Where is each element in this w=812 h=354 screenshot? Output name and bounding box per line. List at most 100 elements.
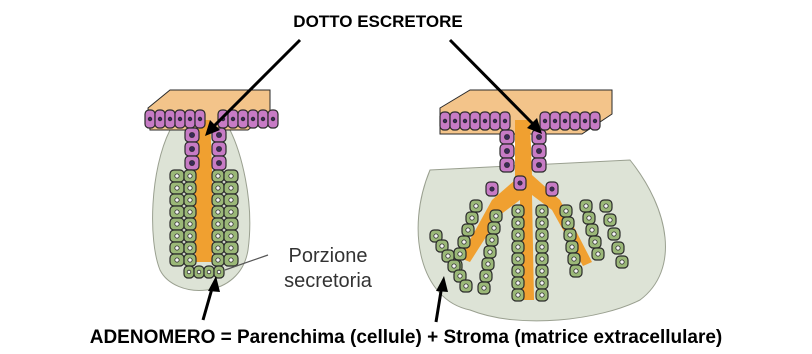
duct-cell-nucleus	[188, 117, 192, 121]
duct-cell-nucleus	[583, 119, 587, 123]
secretory-cell-nucleus	[217, 270, 221, 274]
secretory-cell-nucleus	[188, 258, 192, 262]
duct-cell-nucleus	[198, 117, 202, 121]
duct-cell-nucleus	[490, 187, 494, 191]
secretory-cell-nucleus	[612, 232, 616, 236]
duct-cell-nucleus	[543, 119, 547, 123]
secretory-cell-nucleus	[188, 174, 192, 178]
secretory-cell-nucleus	[464, 284, 468, 288]
secretory-cell-nucleus	[516, 221, 520, 225]
secretory-cell-nucleus	[434, 234, 438, 238]
secretory-cell-nucleus	[175, 186, 179, 190]
duct-cell-nucleus	[550, 187, 554, 191]
secretory-cell-nucleus	[540, 209, 544, 213]
secretory-cell-nucleus	[175, 258, 179, 262]
duct-cell-nucleus	[463, 119, 467, 123]
secretory-cell-nucleus	[587, 216, 591, 220]
secretory-cell-nucleus	[187, 270, 191, 274]
secretory-cell-nucleus	[175, 246, 179, 250]
secretory-cell-nucleus	[492, 226, 496, 230]
secretory-cell-nucleus	[516, 209, 520, 213]
secretory-cell-nucleus	[188, 210, 192, 214]
secretory-cell-nucleus	[596, 252, 600, 256]
secretory-cell-nucleus	[216, 186, 220, 190]
secretory-cell-nucleus	[216, 234, 220, 238]
secretory-cell-nucleus	[446, 254, 450, 258]
secretory-cell-nucleus	[616, 246, 620, 250]
secretory-cell-nucleus	[540, 233, 544, 237]
duct-cell-nucleus	[504, 162, 509, 167]
secretory-cell-nucleus	[175, 174, 179, 178]
secretory-cell-nucleus	[216, 222, 220, 226]
duct-cell-nucleus	[251, 117, 255, 121]
secretory-cell-nucleus	[484, 274, 488, 278]
secretory-cell-nucleus	[568, 233, 572, 237]
secretory-cell-nucleus	[466, 228, 470, 232]
duct-cell-nucleus	[493, 119, 497, 123]
secretory-cell-nucleus	[458, 252, 462, 256]
secretory-cell-nucleus	[229, 174, 233, 178]
duct-cell-nucleus	[504, 148, 509, 153]
secretory-cell-nucleus	[175, 210, 179, 214]
duct-cell-nucleus	[178, 117, 182, 121]
secretory-cell-nucleus	[570, 245, 574, 249]
secretory-cell-nucleus	[540, 245, 544, 249]
secretory-cell-nucleus	[540, 257, 544, 261]
secretory-cell-nucleus	[516, 281, 520, 285]
duct-label: DOTTO ESCRETORE	[293, 12, 462, 31]
secretory-cell-nucleus	[494, 214, 498, 218]
secretory-cell-nucleus	[470, 216, 474, 220]
secretory-cell-nucleus	[593, 240, 597, 244]
secretory-cell-nucleus	[229, 246, 233, 250]
duct-cell-nucleus	[518, 181, 522, 185]
secretory-cell-nucleus	[516, 257, 520, 261]
duct-cell-nucleus	[216, 160, 221, 165]
secretory-cell-nucleus	[604, 204, 608, 208]
secretory-cell-nucleus	[440, 244, 444, 248]
duct-cell-nucleus	[216, 146, 221, 151]
secretory-cell-nucleus	[188, 234, 192, 238]
secretory-cell-nucleus	[608, 218, 612, 222]
secretory-cell-nucleus	[566, 221, 570, 225]
secretory-cell-nucleus	[516, 293, 520, 297]
secretory-cell-nucleus	[540, 281, 544, 285]
duct-cell-nucleus	[536, 162, 541, 167]
duct-cell-nucleus	[189, 160, 194, 165]
duct-cell-nucleus	[563, 119, 567, 123]
duct-cell-nucleus	[504, 134, 509, 139]
secretory-cell-nucleus	[188, 186, 192, 190]
duct-cell-nucleus	[573, 119, 577, 123]
duct-cell-nucleus	[148, 117, 152, 121]
duct-cell-nucleus	[216, 132, 221, 137]
duct-cell-nucleus	[473, 119, 477, 123]
secretory-cell-nucleus	[207, 270, 211, 274]
secretory-cell-nucleus	[216, 246, 220, 250]
duct-cell-nucleus	[168, 117, 172, 121]
secretory-label-line1: Porzione	[289, 245, 368, 267]
secretory-cell-nucleus	[216, 174, 220, 178]
secretory-cell-nucleus	[516, 233, 520, 237]
duct-cell-nucleus	[503, 119, 507, 123]
secretory-cell-nucleus	[488, 250, 492, 254]
secretory-cell-nucleus	[540, 293, 544, 297]
secretory-cell-nucleus	[197, 270, 201, 274]
duct-cell-nucleus	[271, 117, 275, 121]
secretory-cell-nucleus	[574, 269, 578, 273]
secretory-cell-nucleus	[462, 240, 466, 244]
secretory-cell-nucleus	[229, 186, 233, 190]
duct-cell-nucleus	[443, 119, 447, 123]
secretory-cell-nucleus	[516, 245, 520, 249]
secretory-label-line2: secretoria	[284, 270, 373, 292]
duct-cell-nucleus	[261, 117, 265, 121]
duct-cell-nucleus	[483, 119, 487, 123]
secretory-cell-nucleus	[216, 258, 220, 262]
secretory-cell-nucleus	[458, 274, 462, 278]
adenomere-label: ADENOMERO = Parenchima (cellule) + Strom…	[90, 327, 723, 348]
duct-cell-nucleus	[453, 119, 457, 123]
duct-cell-nucleus	[553, 119, 557, 123]
secretory-cell-nucleus	[188, 246, 192, 250]
duct-cell-nucleus	[536, 134, 541, 139]
duct-cell-nucleus	[593, 119, 597, 123]
secretory-cell-nucleus	[229, 198, 233, 202]
